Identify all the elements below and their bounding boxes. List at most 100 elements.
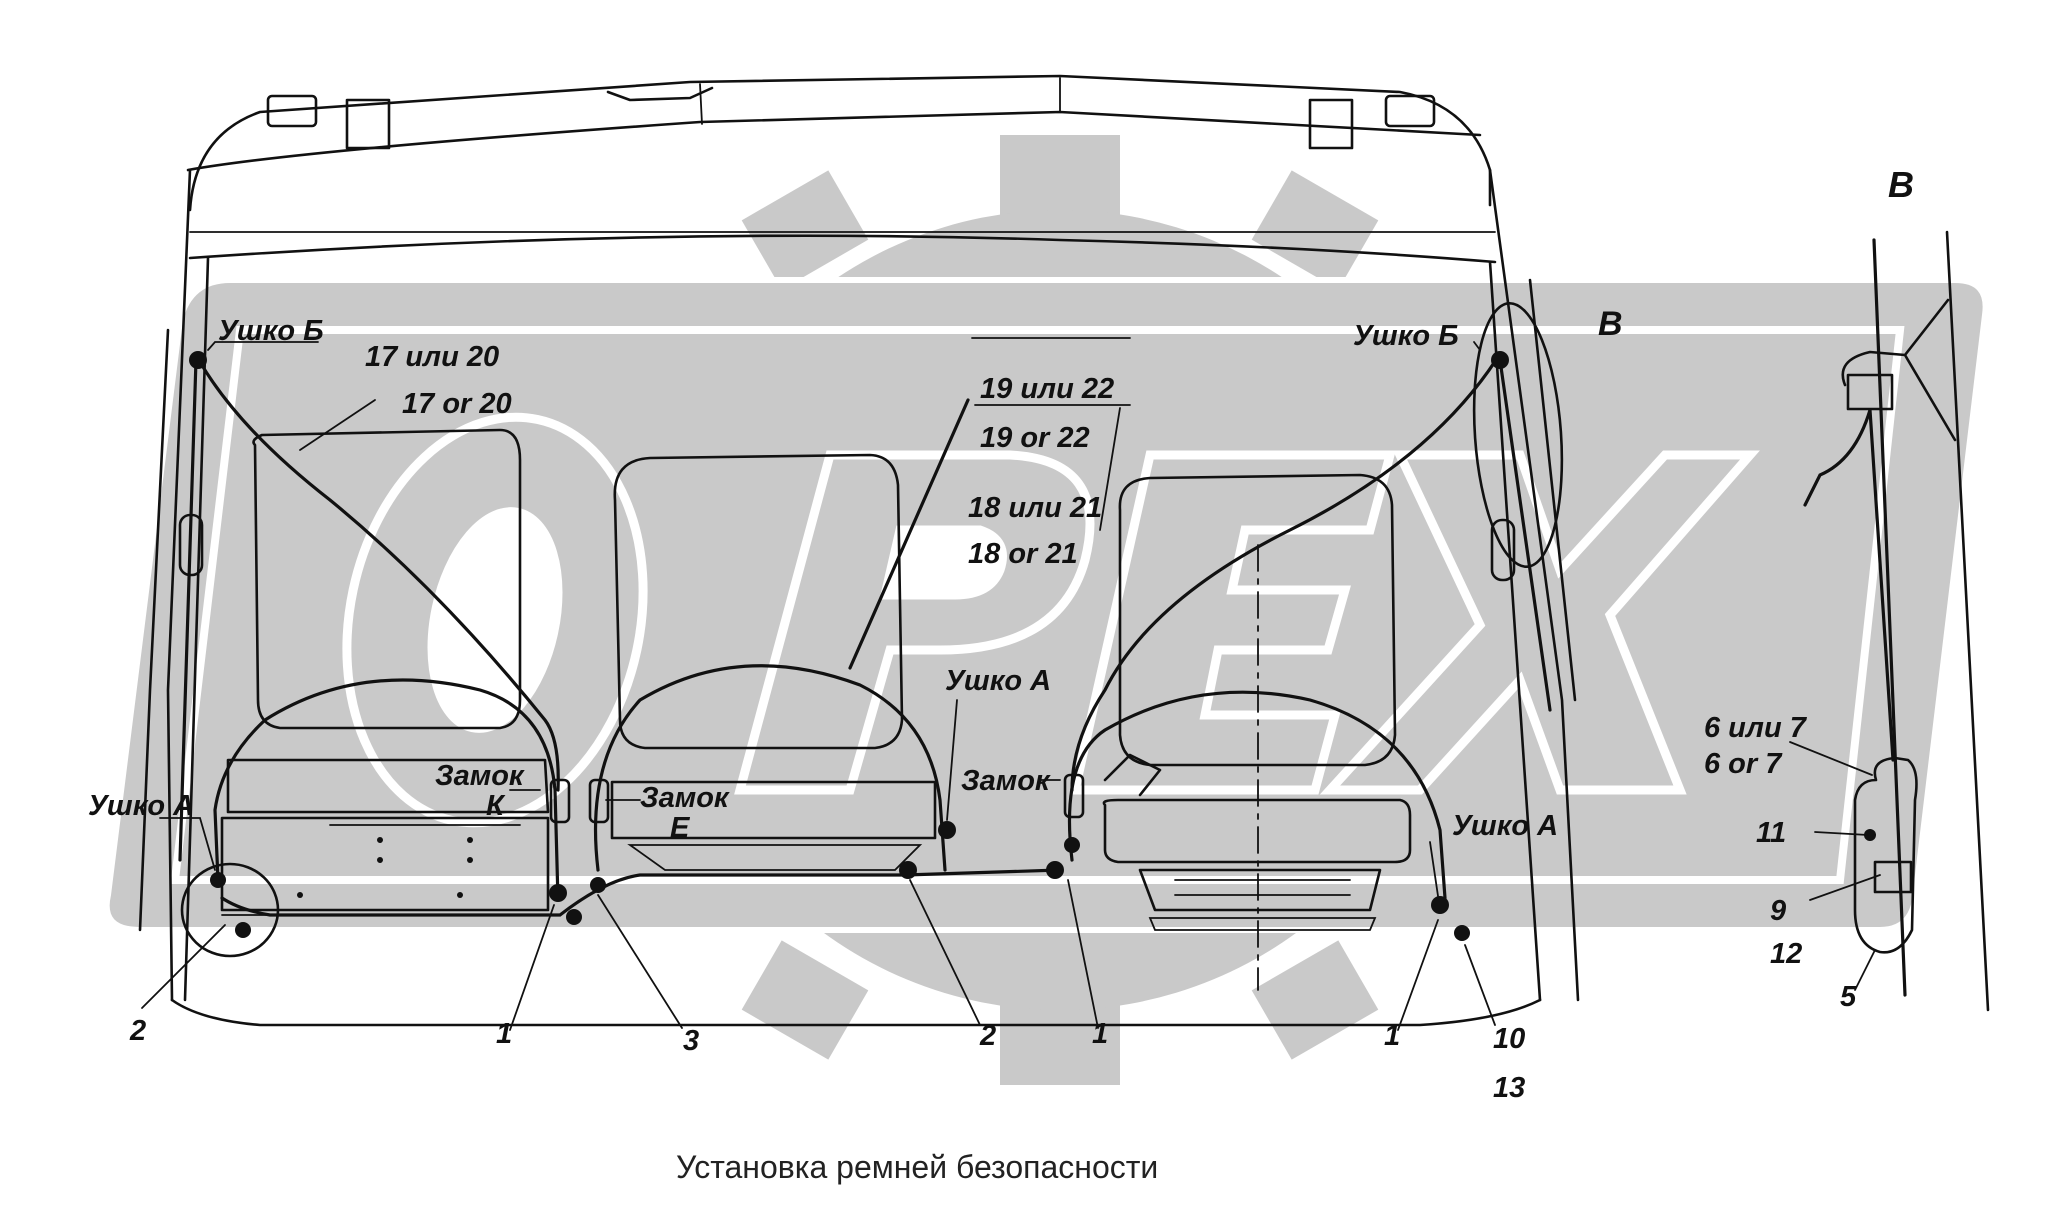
label-part-17-20-ru: 17 или 20: [365, 341, 499, 373]
label-ushko-b-left: Ушко Б: [218, 315, 324, 347]
label-ushko-a-right: Ушко А: [1452, 810, 1558, 842]
view-b-leaders: [1789, 741, 1881, 991]
label-view-b-title: В: [1888, 164, 1914, 205]
label-part-19-22-en: 19 or 22: [980, 422, 1090, 454]
label-part-19-22-ru: 19 или 22: [980, 373, 1114, 405]
watermark-logo: [103, 135, 1989, 1085]
view-b-belt-strap: [1803, 408, 1895, 762]
middle-seat-base: [627, 844, 923, 871]
anchor-buckle-k: [549, 884, 567, 902]
label-zamok-k: Замок: [435, 760, 525, 792]
anchor-ushko-a-left: [210, 872, 226, 888]
anchor-buckle-e: [590, 877, 606, 893]
right-pillar-outer: [1488, 168, 1580, 1002]
label-n-3: 3: [683, 1025, 699, 1057]
label-zamok-k-letter: К: [486, 790, 506, 822]
label-n-10: 10: [1493, 1023, 1525, 1055]
right-door-edge: [1528, 278, 1577, 702]
label-part-6-7-en: 6 or 7: [1704, 748, 1783, 780]
anchor-right-buckle: [1064, 837, 1080, 853]
anchor-mid-floor: [899, 861, 917, 879]
label-view-b-marker: В: [1598, 305, 1623, 343]
label-part-17-20-en: 17 or 20: [402, 388, 512, 420]
label-n-1-a: 1: [496, 1018, 512, 1050]
buckles: [549, 773, 1085, 824]
label-n-5: 5: [1840, 981, 1857, 1013]
right-lap-belt: [1067, 690, 1447, 900]
label-n-9: 9: [1770, 895, 1786, 927]
right-seat-suspension: [1138, 868, 1382, 912]
watermark-band-inner: [170, 326, 1905, 884]
right-seat-lever: [1103, 753, 1162, 797]
roof-marker-lamp-left: [266, 94, 318, 128]
left-floor-callout-circle: [180, 862, 280, 958]
cab-roof-inner: [186, 110, 1482, 172]
buckle-k: [549, 778, 571, 824]
view-b-retractor-bolt: [1864, 829, 1876, 841]
middle-seat-cushion: [610, 780, 937, 840]
right-seat-backrest: [1118, 473, 1397, 767]
buckle-right: [1063, 773, 1085, 819]
left-lap-belt: [213, 678, 560, 902]
watermark-letters: [342, 412, 1760, 828]
anchor-ushko-a-right: [1431, 896, 1449, 914]
label-zamok-right: Замок: [961, 765, 1051, 797]
view-b-detail: [1789, 230, 1990, 1012]
label-n-2-left: 2: [129, 1015, 146, 1047]
anchor-right-floor: [1046, 861, 1064, 879]
middle-shoulder-belt: [848, 398, 970, 670]
cab-floor: [170, 998, 1542, 1027]
left-seat-cushion: [226, 758, 550, 814]
leader-lines: [141, 337, 1496, 1031]
right-grab-handle: [1490, 518, 1516, 582]
left-pillar-inner: [183, 256, 210, 1002]
diagram-caption: Установка ремней безопасности: [676, 1149, 1158, 1185]
roof-center-bump: [606, 86, 714, 102]
left-pillar-outer: [166, 168, 192, 1002]
right-seat-rail: [1148, 879, 1377, 931]
view-b-pillar-line-2: [1945, 230, 1990, 1012]
right-seat-cushion: [1102, 798, 1412, 864]
left-shoulder-belt: [198, 360, 560, 792]
cab-roof: [188, 74, 1492, 212]
label-ushko-b-right: Ушко Б: [1353, 320, 1459, 352]
roof-marker-lamp-right: [1384, 94, 1436, 128]
middle-lap-belt: [593, 664, 947, 872]
view-b-callout-oval: [1472, 301, 1564, 569]
view-b-anchor-bracket: [1841, 298, 1957, 442]
label-n-1-b: 1: [1092, 1018, 1108, 1050]
label-n-12: 12: [1770, 938, 1802, 970]
right-shoulder-belt: [1070, 358, 1498, 792]
anchor-ushko-a-mid: [938, 821, 956, 839]
left-seat-base-dots: [297, 837, 473, 898]
floor-belt-run: [220, 868, 1062, 917]
labels: Ушко Б 17 или 20 17 or 20 19 или 22 19 o…: [88, 164, 1914, 1104]
view-b-pillar-line: [1872, 238, 1907, 997]
seat-belts: [178, 301, 1564, 917]
view-b-retractor: [1853, 756, 1918, 954]
anchor-ushko-b-right: [1491, 351, 1509, 369]
roof-rim: [699, 77, 1061, 125]
label-zamok-e-letter: Е: [670, 812, 691, 844]
label-part-6-7-ru: 6 или 7: [1704, 712, 1808, 744]
right-pillar-belt: [1498, 358, 1552, 712]
roof-visor: [188, 234, 1497, 264]
label-zamok-e: Замок: [640, 782, 730, 814]
roof-hatch-left: [345, 98, 391, 150]
middle-seat-backrest: [613, 453, 904, 750]
anchor-right-floor-b: [1454, 925, 1470, 941]
roof-hatch-right: [1308, 98, 1354, 150]
buckle-e: [588, 778, 610, 824]
anchor-left-floor: [235, 922, 251, 938]
label-n-2-mid: 2: [979, 1020, 996, 1052]
label-ushko-a-left: Ушко А: [88, 790, 194, 822]
anchor-ushko-b-left: [189, 351, 207, 369]
cab-outline: [138, 74, 1580, 1027]
label-n-11: 11: [1756, 817, 1786, 849]
label-n-13: 13: [1493, 1072, 1525, 1104]
left-door-edge: [138, 328, 170, 932]
anchor-points: [180, 351, 1509, 958]
label-ushko-a-mid: Ушко А: [945, 665, 1051, 697]
